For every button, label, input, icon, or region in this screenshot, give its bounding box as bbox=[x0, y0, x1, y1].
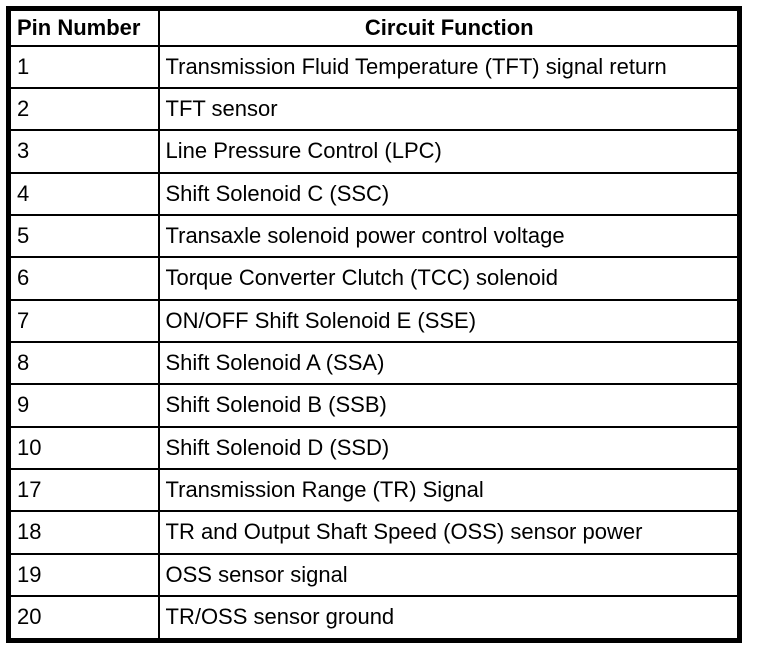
table-body: 1 Transmission Fluid Temperature (TFT) s… bbox=[7, 44, 741, 642]
pin-number-cell: 3 bbox=[7, 129, 160, 174]
table-header-row: Pin Number Circuit Function bbox=[7, 7, 741, 47]
pin-number-cell: 18 bbox=[7, 510, 160, 555]
pin-number-cell: 10 bbox=[7, 425, 160, 470]
circuit-function-cell: OSS sensor signal bbox=[157, 552, 741, 597]
table-row: 9 Shift Solenoid B (SSB) bbox=[7, 383, 741, 428]
circuit-function-cell: Line Pressure Control (LPC) bbox=[157, 129, 741, 174]
table-row: 8 Shift Solenoid A (SSA) bbox=[7, 340, 741, 386]
pin-number-cell: 1 bbox=[7, 44, 160, 89]
pin-circuit-table: Pin Number Circuit Function 1 Transmissi… bbox=[6, 6, 742, 643]
circuit-function-column-header: Circuit Function bbox=[157, 7, 741, 47]
pin-number-cell: 19 bbox=[7, 552, 160, 597]
circuit-function-cell: Shift Solenoid C (SSC) bbox=[157, 171, 741, 216]
table-row: 5 Transaxle solenoid power control volta… bbox=[7, 213, 741, 259]
circuit-function-cell: ON/OFF Shift Solenoid E (SSE) bbox=[157, 298, 741, 343]
table-row: 18 TR and Output Shaft Speed (OSS) senso… bbox=[7, 510, 741, 555]
table-row: 6 Torque Converter Clutch (TCC) solenoid bbox=[7, 256, 741, 301]
pin-number-cell: 9 bbox=[7, 383, 160, 428]
pin-number-cell: 6 bbox=[7, 256, 160, 301]
circuit-function-cell: Transmission Range (TR) Signal bbox=[157, 467, 741, 513]
pin-number-cell: 17 bbox=[7, 467, 160, 513]
circuit-function-cell: Transmission Fluid Temperature (TFT) sig… bbox=[157, 44, 741, 89]
table-row: 20 TR/OSS sensor ground bbox=[7, 594, 741, 642]
table-row: 4 Shift Solenoid C (SSC) bbox=[7, 171, 741, 216]
circuit-function-cell: Transaxle solenoid power control voltage bbox=[157, 213, 741, 259]
table-row: 1 Transmission Fluid Temperature (TFT) s… bbox=[7, 44, 741, 89]
pin-number-cell: 2 bbox=[7, 86, 160, 132]
table-row: 3 Line Pressure Control (LPC) bbox=[7, 129, 741, 174]
circuit-function-cell: Shift Solenoid A (SSA) bbox=[157, 340, 741, 386]
pin-number-cell: 5 bbox=[7, 213, 160, 259]
table-row: 7 ON/OFF Shift Solenoid E (SSE) bbox=[7, 298, 741, 343]
circuit-function-cell: Shift Solenoid D (SSD) bbox=[157, 425, 741, 470]
pin-number-cell: 8 bbox=[7, 340, 160, 386]
table-row: 10 Shift Solenoid D (SSD) bbox=[7, 425, 741, 470]
table-row: 2 TFT sensor bbox=[7, 86, 741, 132]
pin-number-cell: 4 bbox=[7, 171, 160, 216]
circuit-function-cell: TR/OSS sensor ground bbox=[157, 594, 741, 642]
pin-number-column-header: Pin Number bbox=[7, 7, 160, 47]
pin-number-cell: 20 bbox=[7, 594, 160, 642]
circuit-function-cell: Shift Solenoid B (SSB) bbox=[157, 383, 741, 428]
table-row: 17 Transmission Range (TR) Signal bbox=[7, 467, 741, 513]
circuit-function-cell: TR and Output Shaft Speed (OSS) sensor p… bbox=[157, 510, 741, 555]
pin-number-cell: 7 bbox=[7, 298, 160, 343]
table-row: 19 OSS sensor signal bbox=[7, 552, 741, 597]
circuit-function-cell: TFT sensor bbox=[157, 86, 741, 132]
circuit-function-cell: Torque Converter Clutch (TCC) solenoid bbox=[157, 256, 741, 301]
